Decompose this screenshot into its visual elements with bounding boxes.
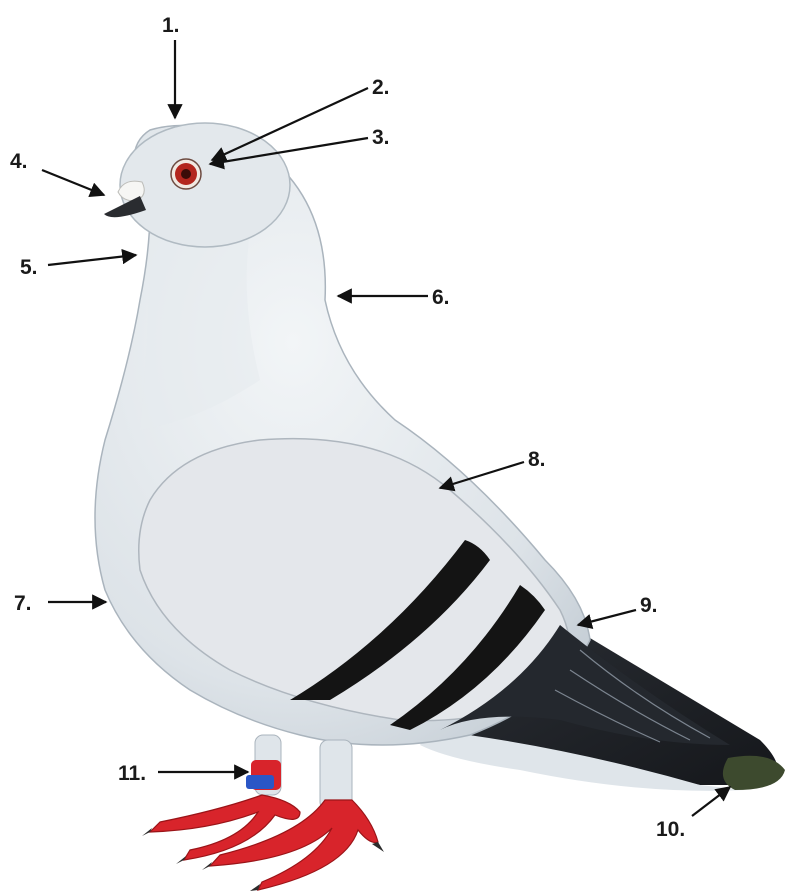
arrow-9 [578, 610, 636, 625]
pupil [181, 169, 191, 179]
label-3: 3. [372, 126, 390, 149]
label-4: 4. [10, 150, 28, 173]
tail-tip [723, 756, 785, 790]
label-11: 11. [118, 762, 146, 785]
arrow-5 [48, 255, 136, 265]
leg-band-blue [246, 775, 274, 789]
arrow-2 [212, 88, 368, 160]
label-5: 5. [20, 256, 38, 279]
label-10: 10. [656, 818, 685, 841]
arrow-10 [692, 787, 730, 816]
pigeon-head [120, 123, 290, 247]
arrow-4 [42, 170, 104, 195]
label-9: 9. [640, 594, 658, 617]
label-2: 2. [372, 76, 390, 99]
label-7: 7. [14, 592, 32, 615]
label-8: 8. [528, 448, 546, 471]
label-1: 1. [162, 14, 180, 37]
label-6: 6. [432, 286, 450, 309]
feet [150, 795, 378, 890]
pigeon-illustration [95, 123, 785, 891]
